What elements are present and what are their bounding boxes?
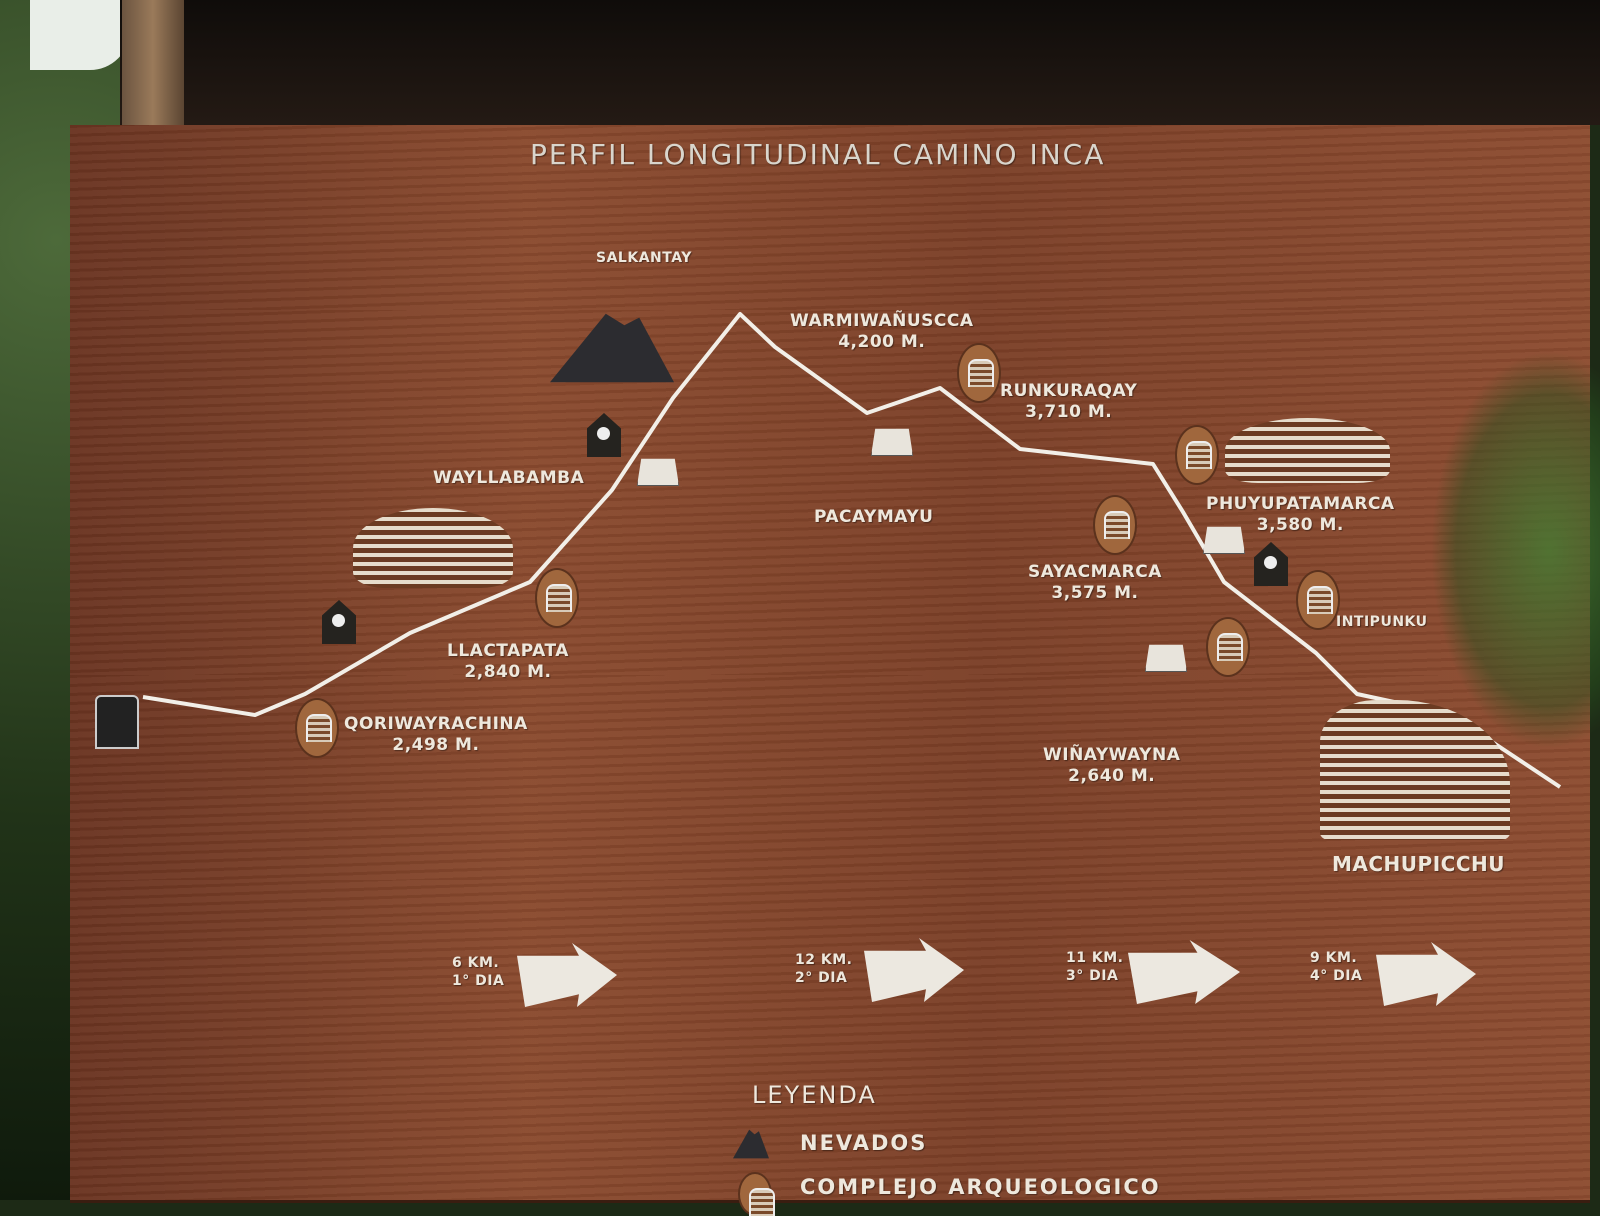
day-distance: 9 KM. <box>1310 950 1358 966</box>
archaeological-site-icon <box>295 698 339 758</box>
day-1-label: 6 KM.1° DIA <box>452 955 504 990</box>
place-name: PHUYUPATAMARCA <box>1206 494 1395 514</box>
place-altitude: 2,840 M. <box>464 662 552 683</box>
wooden-post <box>122 0 184 135</box>
place-name: WARMIWAÑUSCCA <box>790 311 974 331</box>
archaeological-site-icon <box>1175 425 1219 485</box>
day-number: 2° DIA <box>795 969 848 986</box>
campsite-icon <box>871 428 913 456</box>
day-4-label: 9 KM.4° DIA <box>1310 950 1362 985</box>
sign-title: PERFIL LONGITUDINAL CAMINO INCA <box>530 138 1106 171</box>
day-2-label: 12 KM.2° DIA <box>795 952 852 987</box>
plank <box>70 125 1590 313</box>
legend-archaeological-icon <box>738 1172 775 1216</box>
day-number: 4° DIA <box>1310 967 1363 984</box>
foliage-right <box>1430 350 1600 750</box>
train-icon <box>95 695 139 749</box>
place-altitude: 2,498 M. <box>392 735 480 756</box>
archaeological-site-icon <box>957 343 1001 403</box>
plank <box>70 880 1590 1098</box>
place-name: SAYACMARCA <box>1028 562 1162 582</box>
plank <box>70 1095 1590 1203</box>
terrace-ruin-icon <box>353 508 513 588</box>
place-name: LLACTAPATA <box>447 641 569 661</box>
day-distance: 12 KM. <box>795 952 853 968</box>
place-name: RUNKURAQAY <box>1000 381 1138 401</box>
archaeological-site-icon <box>1093 495 1137 555</box>
archaeological-site-icon <box>1206 617 1250 677</box>
place-altitude: 3,580 M. <box>1256 515 1344 536</box>
place-name: WIÑAYWAYNA <box>1043 745 1181 765</box>
place-wayllabamba: WAYLLABAMBA <box>433 468 585 488</box>
day-3-label: 11 KM.3° DIA <box>1066 950 1123 985</box>
legend-item-nevados: NEVADOS <box>800 1131 928 1155</box>
place-altitude: 3,575 M. <box>1051 583 1139 604</box>
place-altitude: 3,710 M. <box>1025 402 1113 423</box>
place-altitude: 2,640 M. <box>1068 766 1156 787</box>
legend-heading: LEYENDA <box>752 1081 877 1109</box>
day-number: 1° DIA <box>452 972 505 989</box>
sky <box>30 0 130 70</box>
day-number: 3° DIA <box>1066 967 1119 984</box>
legend-item-complejo: COMPLEJO ARQUEOLOGICO <box>800 1175 1161 1199</box>
place-machupicchu: MACHUPICCHU <box>1332 852 1505 876</box>
terrace-ruin-icon <box>1225 418 1390 483</box>
place-name: QORIWAYRACHINA <box>344 714 528 734</box>
archaeological-site-icon <box>535 568 579 628</box>
day-distance: 11 KM. <box>1066 950 1124 966</box>
archaeological-site-icon <box>1296 570 1340 630</box>
place-intipunku: INTIPUNKU <box>1336 614 1428 630</box>
salkantay-label: SALKANTAY <box>596 250 692 266</box>
place-altitude: 4,200 M. <box>838 332 926 353</box>
day-distance: 6 KM. <box>452 955 500 971</box>
roof-shadow <box>120 0 1600 125</box>
place-pacaymayu: PACAYMAYU <box>814 507 934 527</box>
